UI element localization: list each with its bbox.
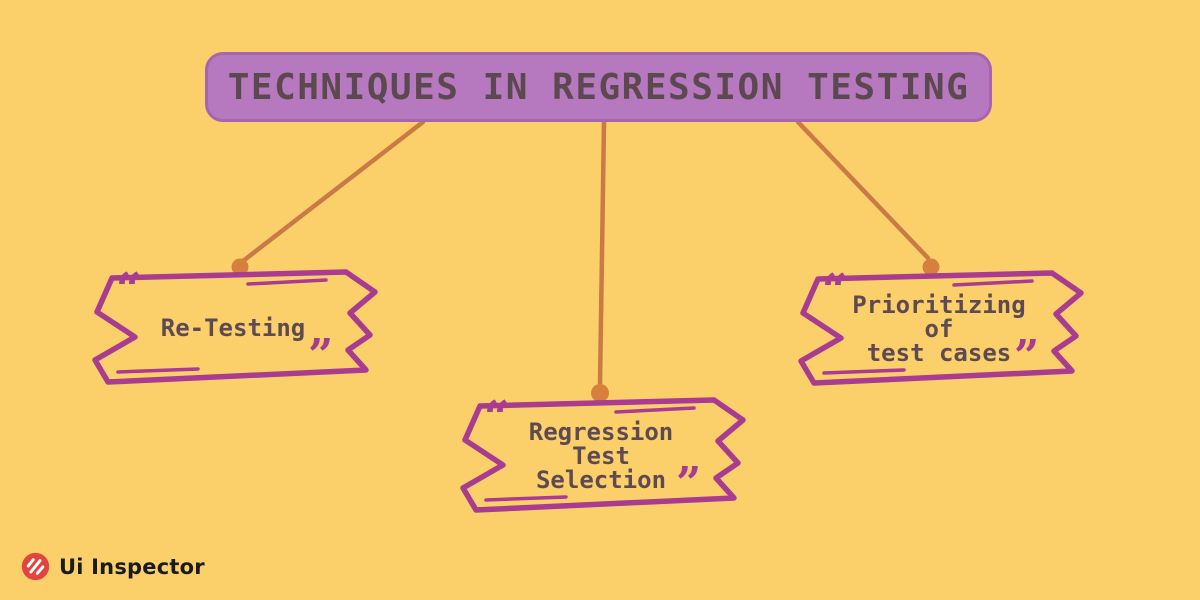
brand-name: Ui Inspector — [59, 554, 205, 579]
connector-dot-right — [922, 258, 940, 276]
title-text: TECHNIQUES IN REGRESSION TESTING — [227, 66, 970, 108]
ribbon-accent-top — [952, 279, 1034, 287]
node-prioritizing-test-cases: “ ” Prioritizing of test cases — [794, 261, 1084, 387]
connector-line-middle — [597, 119, 607, 387]
node-label: Prioritizing of test cases — [852, 291, 1026, 367]
node-re-testing: “ ” Re-Testing — [88, 260, 378, 386]
connector-dot-left — [231, 258, 249, 276]
ribbon-outline — [460, 397, 746, 513]
ribbon-shape — [798, 270, 1084, 386]
close-quote: ” — [1014, 331, 1040, 382]
ribbon-accent-bottom — [116, 367, 200, 374]
ribbon-outline — [798, 270, 1084, 386]
connector-dot-middle — [591, 384, 609, 402]
title-banner: TECHNIQUES IN REGRESSION TESTING — [205, 52, 992, 122]
node-label: Re-Testing — [160, 314, 306, 342]
ui-inspector-logo-icon — [21, 552, 50, 581]
open-quote: “ — [484, 392, 510, 443]
ribbon-shape — [460, 397, 746, 513]
ribbon-outline — [92, 269, 378, 385]
close-quote: ” — [308, 330, 334, 381]
brand-logo: Ui Inspector — [20, 551, 205, 582]
ribbon-accent-bottom — [484, 495, 568, 502]
connector-line-right — [795, 119, 931, 261]
open-quote: “ — [822, 265, 848, 316]
open-quote: “ — [116, 264, 142, 315]
ribbon-accent-top — [614, 406, 696, 414]
logo-slashes — [26, 558, 45, 575]
node-label: Regression Test Selection — [528, 418, 674, 494]
ribbon-accent-bottom — [822, 368, 906, 375]
connector-line-left — [240, 119, 426, 264]
close-quote: ” — [676, 458, 702, 509]
node-regression-test-selection: “ ” Regression Test Selection — [456, 388, 746, 514]
ribbon-shape — [92, 269, 378, 385]
ribbon-accent-top — [246, 278, 328, 286]
